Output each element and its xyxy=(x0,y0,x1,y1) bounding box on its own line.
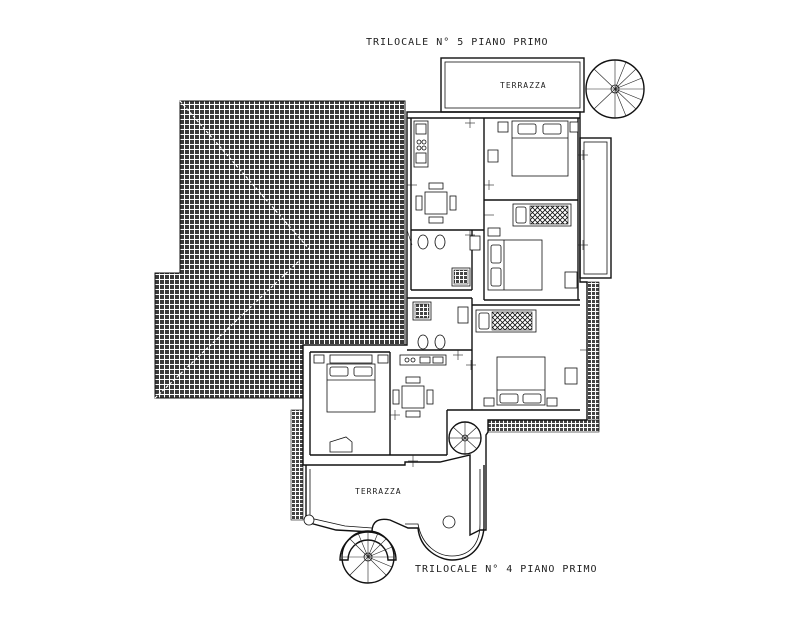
kitchen-unit4 xyxy=(399,354,447,366)
double-bed-unit4 xyxy=(483,356,578,407)
roof-ridge-line xyxy=(154,259,301,399)
interior-walls-unit4 xyxy=(309,297,580,456)
terrace-top-label: TERRAZZA xyxy=(500,81,547,90)
double-bed-unit5 xyxy=(487,120,579,177)
terrace-bottom xyxy=(305,465,485,561)
bathroom-unit4 xyxy=(412,301,469,350)
spiral-stair-bottom xyxy=(339,530,397,584)
kitchen-unit5 xyxy=(413,120,429,168)
tiled-strip-left xyxy=(290,409,304,521)
title-top: TRILOCALE N° 5 PIANO PRIMO xyxy=(366,37,549,48)
balcony-right xyxy=(579,137,612,279)
balcony-right-inner xyxy=(583,141,608,275)
interior-walls-unit5 xyxy=(407,117,580,301)
roof-ridge-line xyxy=(179,100,311,251)
tiled-strip-bottom xyxy=(487,419,600,433)
door-marks xyxy=(390,118,588,467)
title-bottom: TRILOCALE N° 4 PIANO PRIMO xyxy=(415,564,598,575)
column-left xyxy=(303,514,315,526)
spiral-stair-middle xyxy=(448,421,482,455)
roof-tiles xyxy=(154,100,406,399)
double-bed-unit4-left xyxy=(313,354,389,453)
terrace-bottom-label: TERRAZZA xyxy=(355,487,402,496)
spiral-stair-top xyxy=(585,59,645,119)
terrace-top-inner xyxy=(444,61,581,109)
double-bed-unit5-b xyxy=(487,227,578,291)
dining-table-unit5 xyxy=(415,182,457,224)
bathroom-unit5 xyxy=(417,234,481,287)
terrace-bottom-inner xyxy=(309,469,481,557)
tiled-strip-right xyxy=(586,281,600,431)
single-bed-unit4 xyxy=(475,309,537,333)
dining-table-unit4 xyxy=(392,376,434,418)
single-bed-unit5 xyxy=(512,203,572,227)
column-right xyxy=(442,515,456,529)
